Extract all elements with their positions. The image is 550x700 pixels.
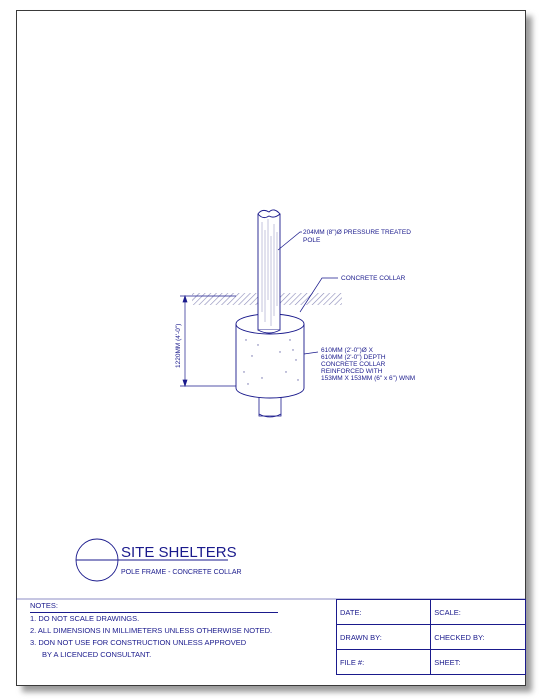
treated-pole [257,209,281,334]
concrete-collar [235,313,305,399]
drawn-by-field: DRAWN BY: [335,624,432,650]
checked-by-field: CHECKED BY: [430,624,526,650]
drawing-subtitle: POLE FRAME - CONCRETE COLLAR [121,569,242,576]
collar-callout: CONCRETE COLLAR [341,275,406,282]
note-item-2: 2. ALL DIMENSIONS IN MILLIMETERS UNLESS … [30,626,273,635]
spec-line-1: 610MM (2'-0")Ø X [321,347,374,354]
note-item-3-continuation: BY A LICENCED CONSULTANT. [42,650,152,659]
notes-header: NOTES: [30,600,278,613]
dimension-label: 1220MM (4'-0") [175,324,182,368]
spec-line-2: 610MM (2'-0") DEPTH [321,354,386,361]
note-item-1: 1. DO NOT SCALE DRAWINGS. [30,614,140,623]
leader-lines [277,231,338,355]
note-item-3: 3. DON NOT USE FOR CONSTRUCTION UNLESS A… [30,638,247,647]
pole-callout-line1: 204MM (8")Ø PRESSURE TREATED [303,229,411,236]
sheet-field: SHEET: [430,649,526,675]
spec-line-5: 153MM X 153MM (6" x 6") WNM [321,375,415,382]
file-number-field: FILE #: [335,649,432,675]
dimension-line [180,294,236,388]
spec-line-4: REINFORCED WITH [321,368,383,375]
date-field: DATE: [335,599,432,625]
scale-field: SCALE: [430,599,526,625]
drawing-title: SITE SHELTERS [121,544,237,561]
title-symbol [75,538,228,582]
pole-callout-line2: POLE [303,237,321,244]
title-block: DATE: SCALE: DRAWN BY: CHECKED BY: FILE … [335,599,526,675]
spec-line-3: CONCRETE COLLAR [321,361,386,368]
notes-section: NOTES: 1. DO NOT SCALE DRAWINGS. 2. ALL … [30,600,330,661]
